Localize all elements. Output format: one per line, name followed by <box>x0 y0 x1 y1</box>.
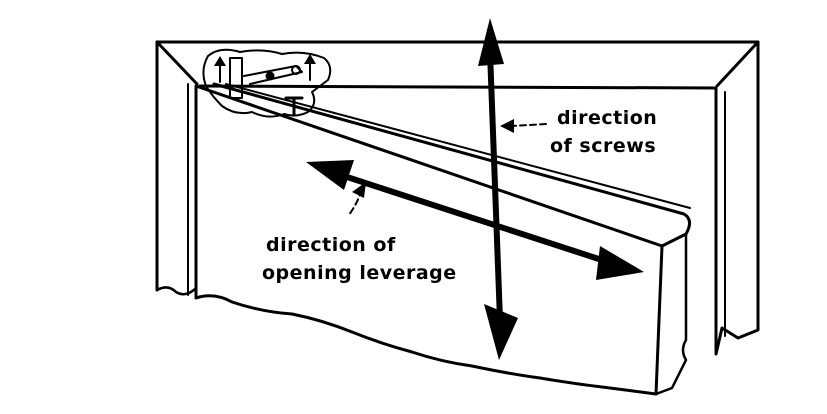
lock-up-arrow-left-head <box>214 56 226 66</box>
frame-miter-right <box>715 40 760 88</box>
door-panel <box>194 84 664 396</box>
screws-label-line1: direction <box>557 107 657 129</box>
lock-body <box>229 57 243 99</box>
leverage-direction-arrow <box>306 160 644 280</box>
lock-bolt <box>284 96 304 116</box>
leverage-arrow-left-head <box>306 160 354 190</box>
lock-screw <box>265 71 275 81</box>
screws-leader-head <box>500 119 514 133</box>
screws-arrow-bottom-head <box>484 304 518 360</box>
lock-pivot <box>291 65 301 75</box>
screws-leader <box>511 123 547 127</box>
door-top-inner <box>225 83 691 209</box>
leverage-label-line1: direction of <box>266 234 396 256</box>
lock-cutaway <box>202 48 332 118</box>
screws-label-line2: of screws <box>550 135 656 157</box>
leverage-leader-head <box>352 182 366 198</box>
leverage-arrow-right-head <box>596 246 644 280</box>
screws-arrow-top-head <box>478 18 504 66</box>
frame-miter-left <box>155 40 199 86</box>
lock-up-arrow-right-head <box>304 54 316 64</box>
door-frame <box>155 40 760 356</box>
left-jamb-torn-edge <box>155 286 198 296</box>
screws-direction-arrow <box>478 18 518 360</box>
leverage-label-line2: opening leverage <box>262 262 457 284</box>
door-right-side <box>654 232 688 396</box>
